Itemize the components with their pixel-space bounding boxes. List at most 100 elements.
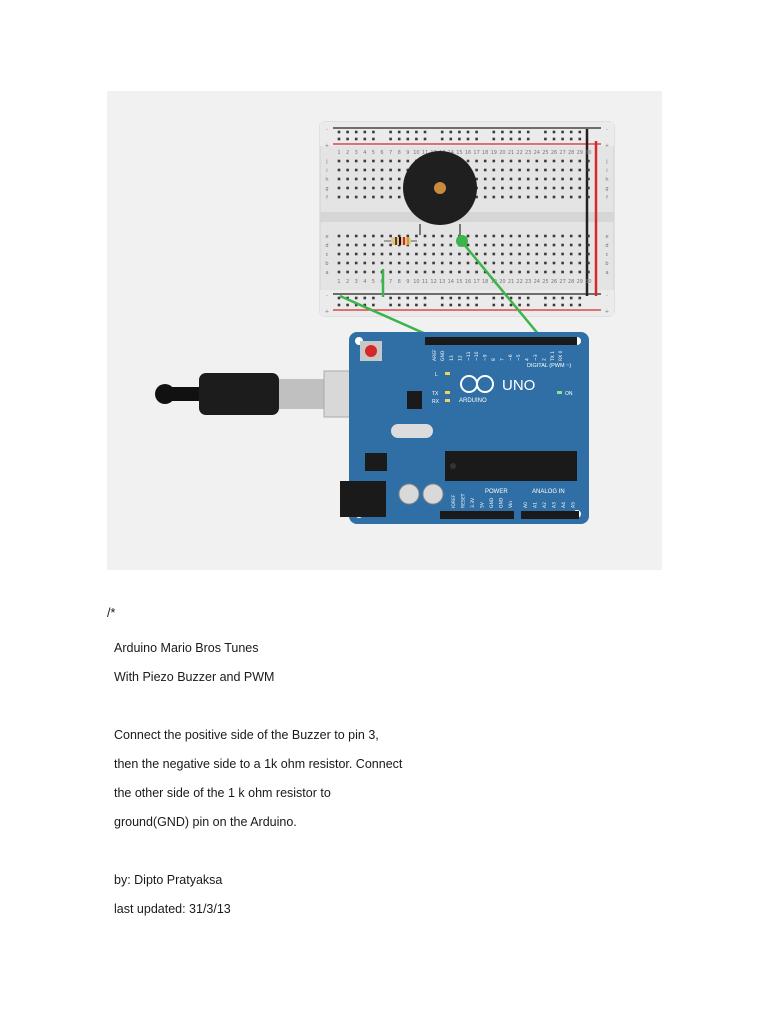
breadboard-hole <box>587 252 590 256</box>
breadboard-hole <box>526 303 530 307</box>
column-number: 19 <box>491 150 497 156</box>
pin-label-digital: 2 <box>541 358 547 361</box>
breadboard-hole <box>475 168 478 172</box>
breadboard-hole <box>509 177 513 181</box>
breadboard-hole <box>587 195 590 199</box>
breadboard-hole <box>501 177 504 181</box>
breadboard-hole <box>346 137 349 141</box>
pin-label-digital: RX 0 <box>558 350 564 361</box>
breadboard-hole <box>363 137 367 141</box>
breadboard-channel <box>320 212 614 222</box>
crystal <box>391 424 433 438</box>
rail-plus-label: + <box>325 143 329 149</box>
breadboard-hole <box>535 261 539 265</box>
breadboard-top-rail <box>320 122 614 146</box>
breadboard-hole <box>397 186 401 190</box>
breadboard-hole <box>337 270 341 274</box>
breadboard-hole <box>587 177 590 181</box>
breadboard-hole <box>492 234 496 238</box>
rail-plus-label: + <box>605 309 609 315</box>
breadboard-hole <box>363 252 367 256</box>
breadboard-hole <box>440 303 444 307</box>
rail-minus-label: - <box>326 127 328 133</box>
breadboard-hole <box>466 234 470 238</box>
breadboard-hole <box>544 261 547 265</box>
breadboard-hole <box>518 177 521 181</box>
pin-label-aref: AREF <box>432 349 438 361</box>
breadboard-hole <box>526 243 530 247</box>
breadboard-hole <box>458 252 461 256</box>
breadboard-hole <box>526 177 530 181</box>
pin-label-power: 3.3V <box>470 497 476 508</box>
breadboard-hole <box>587 186 590 190</box>
breadboard-hole <box>337 296 341 300</box>
breadboard-hole <box>423 234 427 238</box>
breadboard-hole <box>363 296 367 300</box>
breadboard-hole <box>346 243 349 247</box>
breadboard-hole <box>346 177 349 181</box>
power-header <box>440 511 514 519</box>
breadboard-hole <box>458 303 461 307</box>
column-number: 29 <box>577 279 583 285</box>
breadboard-hole <box>492 252 496 256</box>
breadboard-hole <box>466 270 470 274</box>
pin-label-digital: ~5 <box>516 354 522 361</box>
breadboard-hole <box>509 234 513 238</box>
pin-label-digital: TX 1 <box>550 351 556 362</box>
column-number: 4 <box>363 150 366 156</box>
breadboard-hole <box>561 159 564 163</box>
breadboard-hole <box>518 195 521 199</box>
comment-open: /* <box>107 606 116 620</box>
breadboard-hole <box>569 296 573 300</box>
breadboard-hole <box>475 137 478 141</box>
column-number: 10 <box>413 150 419 156</box>
breadboard-hole <box>518 296 521 300</box>
breadboard-hole <box>397 195 401 199</box>
breadboard-hole <box>544 296 547 300</box>
column-number: 3 <box>355 150 358 156</box>
pin-label-power: IOREF <box>451 494 457 508</box>
pin-label-gnd: GND <box>440 350 446 361</box>
breadboard-hole <box>337 137 341 141</box>
column-number: 30 <box>585 279 591 285</box>
breadboard-hole <box>483 195 487 199</box>
breadboard-hole <box>354 243 358 247</box>
column-number: 8 <box>398 150 401 156</box>
breadboard-hole <box>372 234 375 238</box>
breadboard-hole <box>397 261 401 265</box>
pin-label-power: RESET <box>461 493 467 508</box>
green-wire-pin3 <box>461 241 545 342</box>
breadboard-hole <box>423 130 427 134</box>
breadboard-hole <box>526 296 530 300</box>
breadboard-hole <box>440 270 444 274</box>
row-letter: i <box>326 168 327 174</box>
breadboard-hole <box>552 186 556 190</box>
breadboard-holes <box>337 130 590 307</box>
breadboard-hole <box>561 186 564 190</box>
breadboard-hole <box>406 137 410 141</box>
breadboard-hole <box>466 296 470 300</box>
uno-label: UNO <box>502 377 535 394</box>
pin-label-analog: A5 <box>571 502 577 508</box>
wire-endpoint-breadboard <box>456 235 468 247</box>
pin-label-digital: 13 <box>449 355 455 361</box>
breadboard-hole <box>449 296 453 300</box>
breadboard-hole <box>501 270 504 274</box>
resistor-band-2 <box>399 237 401 245</box>
column-number: 24 <box>534 150 540 156</box>
breadboard-hole <box>552 137 556 141</box>
breadboard-hole <box>492 186 496 190</box>
breadboard-hole <box>397 252 401 256</box>
breadboard-hole <box>483 252 487 256</box>
breadboard-hole <box>432 243 435 247</box>
breadboard-hole <box>561 252 564 256</box>
breadboard-hole <box>458 137 461 141</box>
breadboard-hole <box>363 159 367 163</box>
breadboard-hole <box>346 168 349 172</box>
breadboard-hole <box>552 195 556 199</box>
pin-label-digital: 8 <box>491 358 497 361</box>
breadboard-hole <box>501 195 504 199</box>
breadboard-hole <box>346 270 349 274</box>
breadboard-hole <box>492 130 496 134</box>
column-number: 22 <box>516 279 522 285</box>
